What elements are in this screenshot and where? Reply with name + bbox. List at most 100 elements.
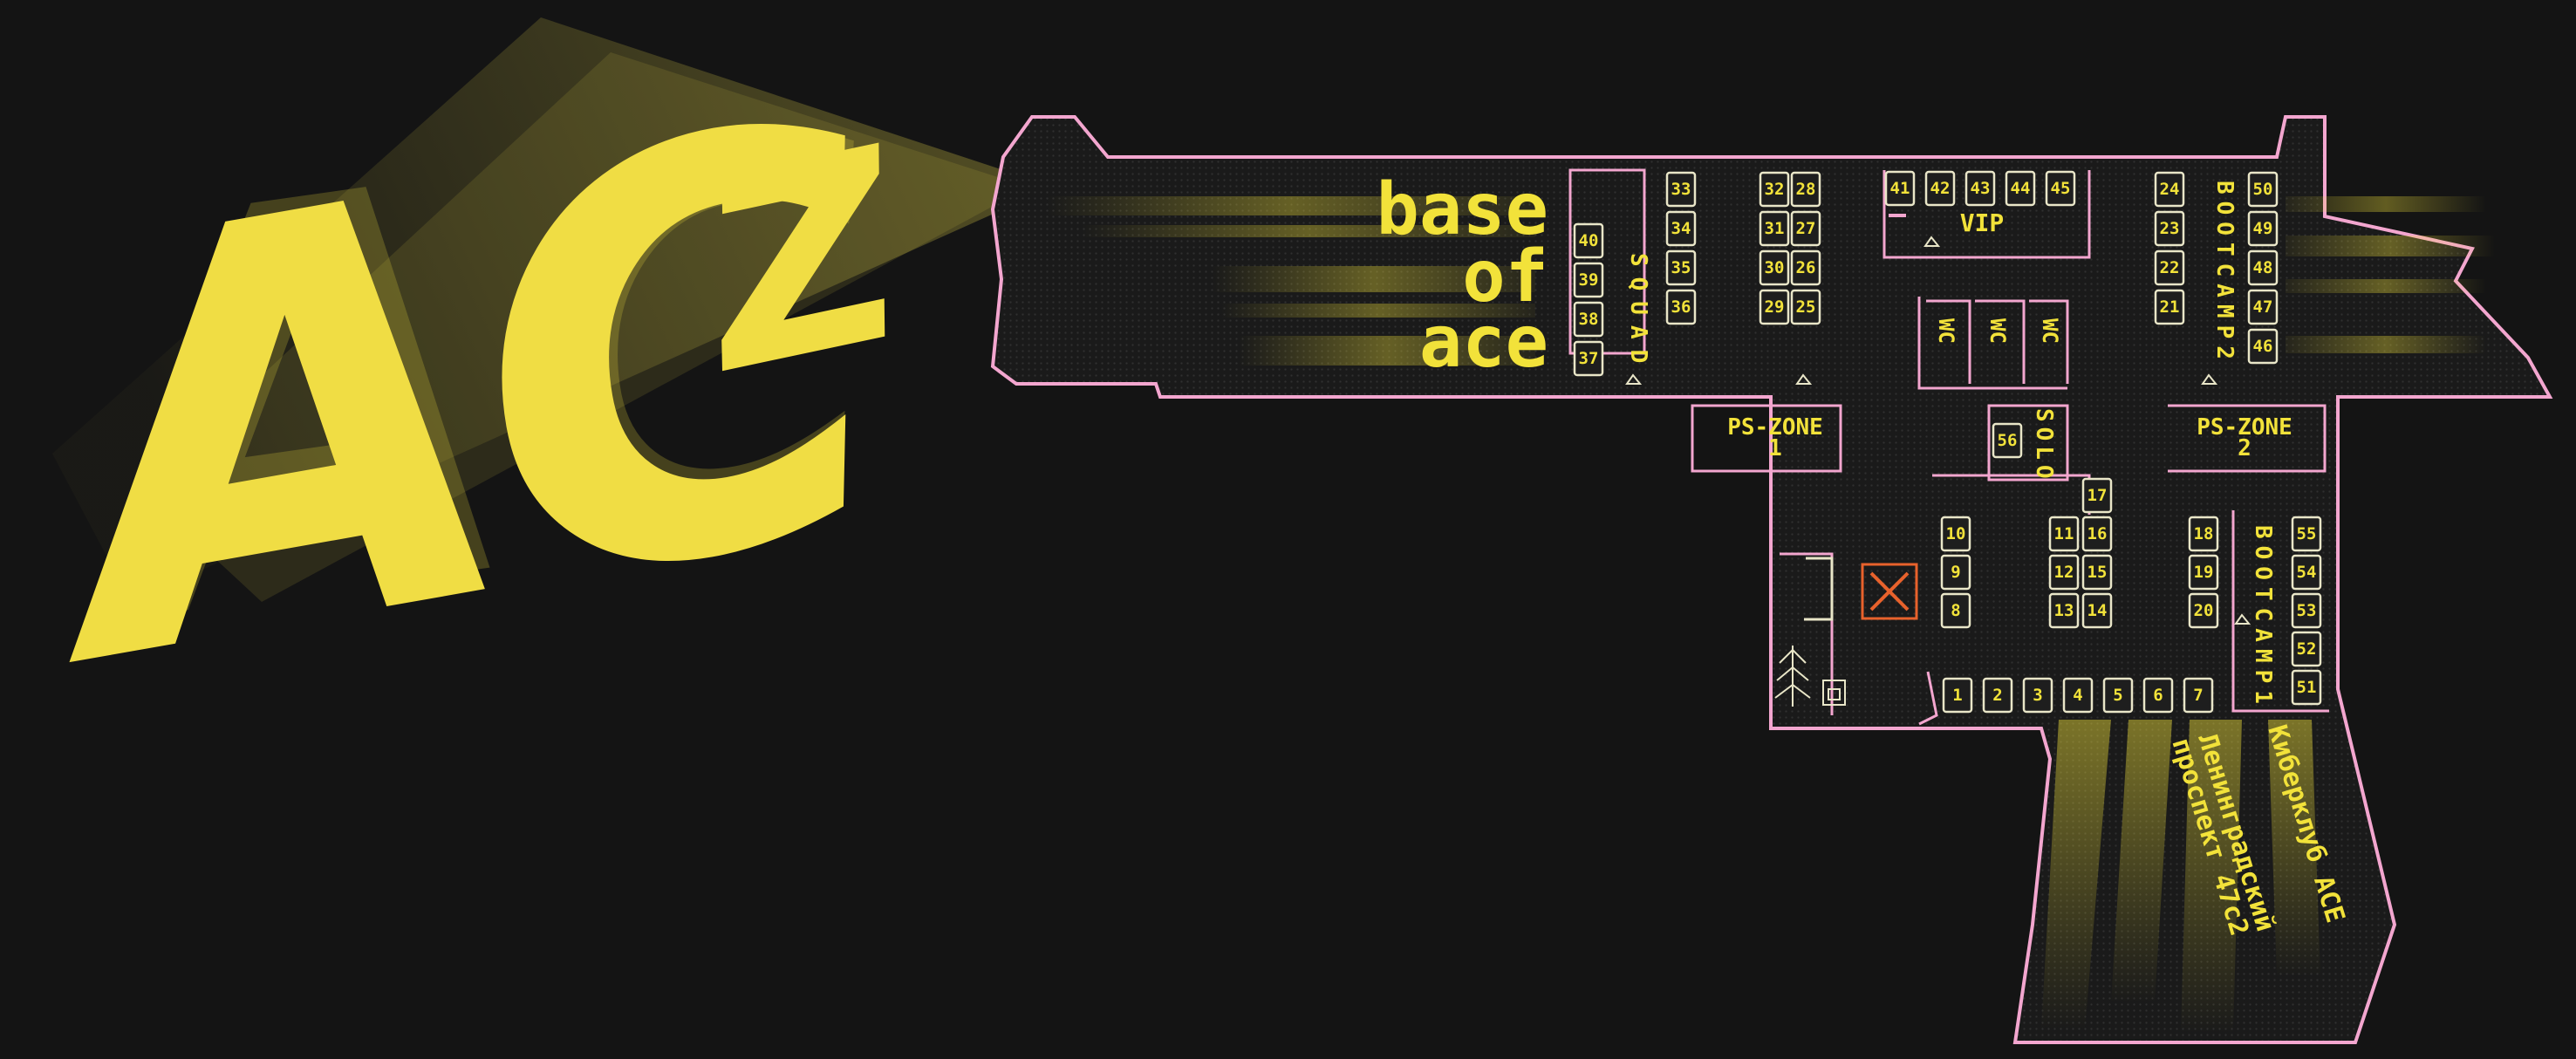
zone-squad-label: SQUAD (1625, 253, 1651, 373)
svg-text:2: 2 (1992, 686, 2002, 705)
svg-text:50: 50 (2253, 180, 2273, 199)
svg-text:49: 49 (2253, 219, 2273, 238)
svg-text:47: 47 (2253, 297, 2273, 317)
seat-36[interactable]: 36 (1665, 289, 1697, 325)
svg-text:39: 39 (1579, 270, 1599, 290)
seat-15[interactable]: 15 (2081, 554, 2113, 591)
bar-counter-icon (1804, 557, 1834, 621)
seat-30[interactable]: 30 (1759, 249, 1790, 286)
muzzle-beam (52, 17, 1003, 602)
svg-text:53: 53 (2297, 601, 2317, 620)
seat-48[interactable]: 48 (2247, 249, 2279, 286)
svg-text:11: 11 (2054, 524, 2074, 543)
seat-25[interactable]: 25 (1790, 289, 1821, 325)
seat-20[interactable]: 20 (2188, 592, 2219, 629)
svg-text:36: 36 (1671, 297, 1691, 317)
svg-text:16: 16 (2087, 524, 2108, 543)
seat-12[interactable]: 12 (2048, 554, 2080, 591)
seat-47[interactable]: 47 (2247, 289, 2279, 325)
svg-text:31: 31 (1765, 219, 1785, 238)
seat-16[interactable]: 16 (2081, 516, 2113, 552)
plant-icon (1774, 646, 1811, 707)
svg-text:28: 28 (1796, 180, 1816, 199)
zone-ps1-label-line1: PS-ZONE (1727, 414, 1823, 441)
seat-3[interactable]: 3 (2022, 677, 2053, 714)
seat-41[interactable]: 41 (1884, 170, 1916, 207)
seat-51[interactable]: 51 (2291, 669, 2322, 706)
seat-26[interactable]: 26 (1790, 249, 1821, 286)
zone-bootcamp1-label: BOOTCAMP1 (2250, 525, 2276, 711)
zone-wc1-label: WC (1934, 318, 1958, 344)
seat-2[interactable]: 2 (1982, 677, 2013, 714)
seat-42[interactable]: 42 (1924, 170, 1956, 207)
seat-34[interactable]: 34 (1665, 210, 1697, 247)
seat-55[interactable]: 55 (2291, 516, 2322, 552)
seat-46[interactable]: 46 (2247, 328, 2279, 365)
seat-23[interactable]: 23 (2154, 210, 2185, 247)
seat-6[interactable]: 6 (2142, 677, 2174, 714)
seat-14[interactable]: 14 (2081, 592, 2113, 629)
seat-45[interactable]: 45 (2045, 170, 2076, 207)
seat-9[interactable]: 9 (1940, 554, 1971, 591)
title-line1: base (1377, 168, 1548, 251)
svg-text:22: 22 (2160, 258, 2180, 277)
seat-10[interactable]: 10 (1940, 516, 1971, 552)
seat-50[interactable]: 50 (2247, 171, 2279, 208)
seat-54[interactable]: 54 (2291, 554, 2322, 591)
title-line3: ace (1419, 301, 1548, 384)
seat-53[interactable]: 53 (2291, 592, 2322, 629)
seat-43[interactable]: 43 (1964, 170, 1996, 207)
seat-40[interactable]: 40 (1573, 222, 1604, 259)
seat-33[interactable]: 33 (1665, 171, 1697, 208)
svg-text:5: 5 (2113, 686, 2122, 705)
zone-bootcamp2-label: BOOTCAMP2 (2211, 181, 2238, 366)
seat-52[interactable]: 52 (2291, 631, 2322, 667)
seat-56[interactable]: 56 (1992, 422, 2023, 459)
seat-39[interactable]: 39 (1573, 262, 1604, 298)
svg-text:34: 34 (1671, 219, 1691, 238)
seat-35[interactable]: 35 (1665, 249, 1697, 286)
seat-49[interactable]: 49 (2247, 210, 2279, 247)
seat-13[interactable]: 13 (2048, 592, 2080, 629)
seat-1[interactable]: 1 (1942, 677, 1973, 714)
seat-31[interactable]: 31 (1759, 210, 1790, 247)
seat-22[interactable]: 22 (2154, 249, 2185, 286)
svg-text:55: 55 (2297, 524, 2317, 543)
zone-ps2-label-line1: PS-ZONE (2197, 414, 2292, 441)
svg-text:26: 26 (1796, 258, 1816, 277)
seat-11[interactable]: 11 (2048, 516, 2080, 552)
svg-text:40: 40 (1579, 231, 1599, 250)
svg-text:37: 37 (1579, 349, 1599, 368)
inner-walls (1568, 168, 2329, 726)
seat-24[interactable]: 24 (2154, 171, 2185, 208)
seat-18[interactable]: 18 (2188, 516, 2219, 552)
speed-streaks (1047, 196, 2495, 1034)
seat-29[interactable]: 29 (1759, 289, 1790, 325)
svg-text:25: 25 (1796, 297, 1816, 317)
seat-27[interactable]: 27 (1790, 210, 1821, 247)
seat-4[interactable]: 4 (2062, 677, 2094, 714)
seat-17[interactable]: 17 (2081, 477, 2113, 514)
seat-37[interactable]: 37 (1573, 340, 1604, 377)
seat-5[interactable]: 5 (2102, 677, 2134, 714)
svg-text:41: 41 (1890, 179, 1910, 198)
stage-marker (1861, 563, 1918, 620)
seat-7[interactable]: 7 (2183, 677, 2214, 714)
seat-32[interactable]: 32 (1759, 171, 1790, 208)
svg-text:10: 10 (1946, 524, 1966, 543)
seat-28[interactable]: 28 (1790, 171, 1821, 208)
seat-8[interactable]: 8 (1940, 592, 1971, 629)
seat-44[interactable]: 44 (2005, 170, 2036, 207)
seat-21[interactable]: 21 (2154, 289, 2185, 325)
svg-text:30: 30 (1765, 258, 1785, 277)
svg-text:19: 19 (2194, 563, 2214, 582)
svg-text:14: 14 (2087, 601, 2108, 620)
svg-text:1: 1 (1952, 686, 1962, 705)
svg-text:9: 9 (1951, 563, 1960, 582)
seat-19[interactable]: 19 (2188, 554, 2219, 591)
svg-text:6: 6 (2153, 686, 2163, 705)
svg-text:29: 29 (1765, 297, 1785, 317)
svg-text:33: 33 (1671, 180, 1691, 199)
seat-38[interactable]: 38 (1573, 301, 1604, 338)
